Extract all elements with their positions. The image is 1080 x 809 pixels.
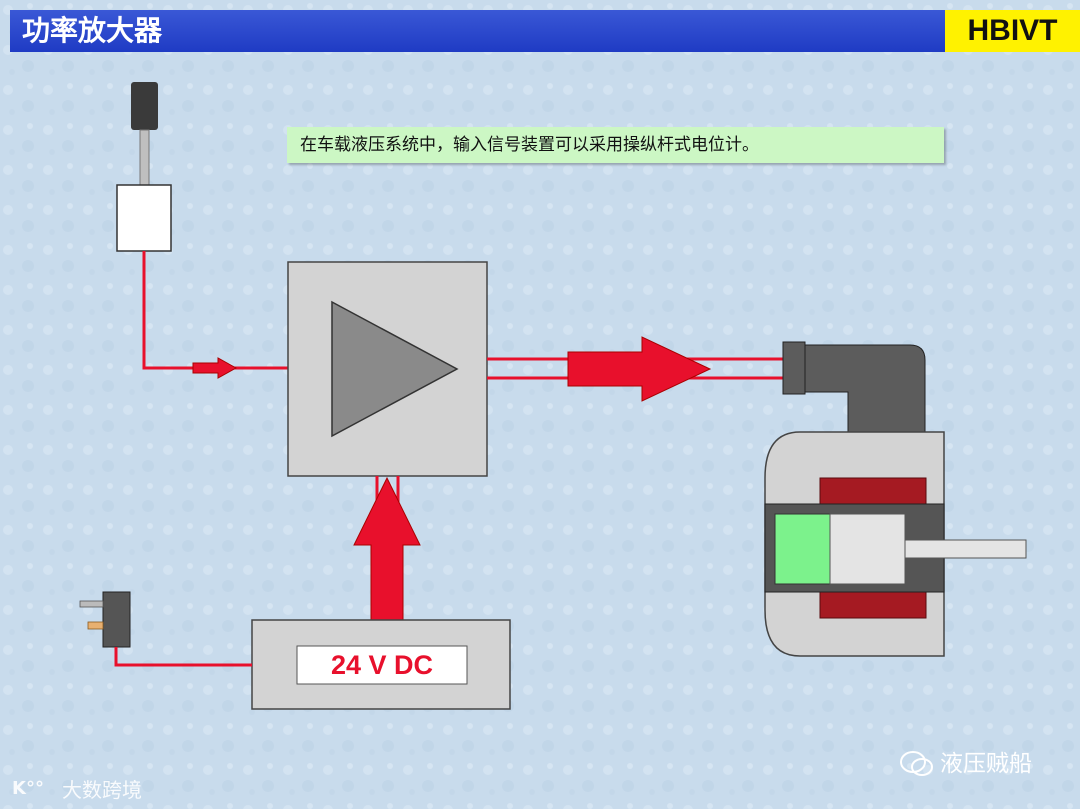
solenoid-connector <box>782 341 926 433</box>
amplifier-triangle-icon <box>331 300 459 438</box>
page-title: 功率放大器 <box>22 14 163 47</box>
plug-pin-bottom <box>87 621 104 630</box>
mains-wire <box>114 647 252 667</box>
power-supply-label: 24 V DC <box>330 650 434 680</box>
joystick-potentiometer <box>116 82 172 252</box>
power-supply-label-box <box>296 645 468 685</box>
proportional-solenoid <box>764 431 1027 657</box>
connector-cap <box>782 341 806 395</box>
logo-background <box>945 10 1080 52</box>
joystick-knob <box>131 82 158 130</box>
watermark-logo-icon: K°° <box>12 778 44 799</box>
input-arrow <box>192 357 238 379</box>
wechat-icon <box>900 751 933 776</box>
output-arrow <box>567 336 712 402</box>
push-rod <box>904 539 1027 559</box>
plug-body <box>102 591 131 648</box>
coil-top <box>819 477 927 505</box>
joystick-shaft <box>139 129 150 186</box>
armature <box>829 513 906 585</box>
watermark-left: 大数跨境 <box>62 778 142 802</box>
potentiometer-body <box>116 184 172 252</box>
input-signal-wire <box>142 251 288 370</box>
connector-body <box>804 344 926 433</box>
watermark-right: 液压贼船 <box>940 751 1032 777</box>
mains-plug <box>79 591 131 648</box>
plug-pin-top <box>79 600 104 608</box>
brand-logo: HBIVT <box>967 14 1058 47</box>
note-text: 在车载液压系统中，输入信号装置可以采用操纵杆式电位计。 <box>300 135 759 155</box>
header-bar <box>10 10 945 52</box>
note-box <box>287 127 944 163</box>
power-arrow <box>353 476 421 621</box>
coil-bottom <box>819 591 927 619</box>
spool-green <box>774 513 831 585</box>
